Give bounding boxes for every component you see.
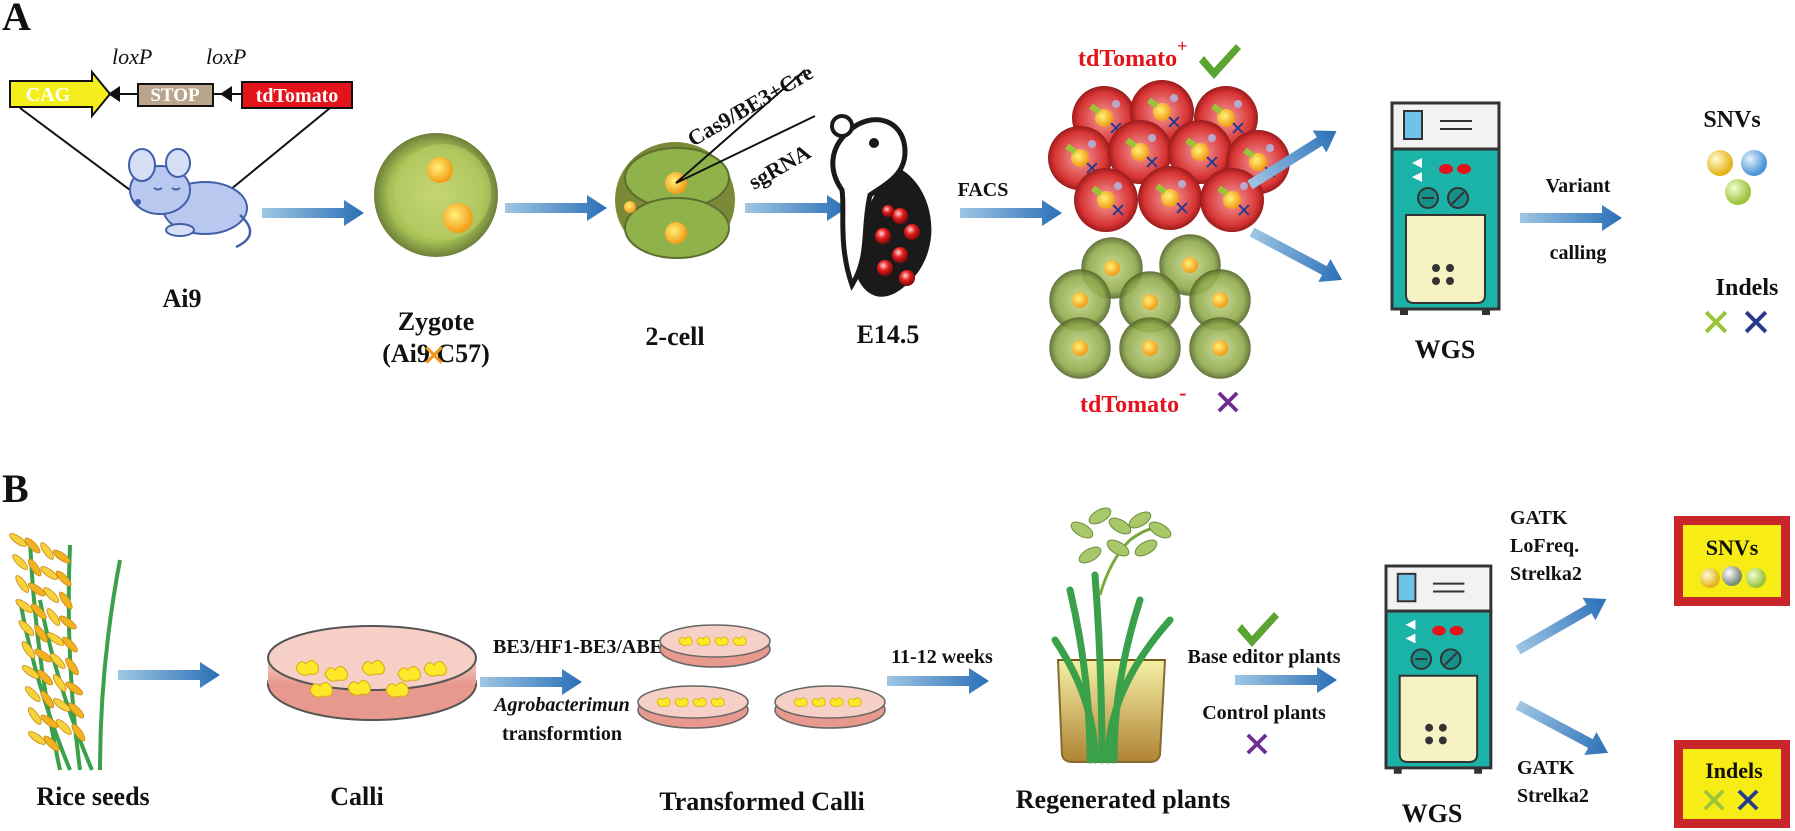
arrow-to-indels-box — [1511, 693, 1615, 765]
stop-label: STOP — [150, 85, 200, 106]
facs-label: FACS — [958, 179, 1009, 201]
tdtomato-gene-label: tdTomato — [256, 85, 339, 107]
arrow-facs — [960, 200, 1062, 226]
cas9-label: Cas9/BE3+Cre — [683, 59, 817, 151]
injection-needle-1 — [675, 69, 806, 184]
weeks-label: 11-12 weeks — [891, 646, 993, 668]
transformation-label: transformtion — [502, 723, 622, 745]
petri-dish-icon — [267, 625, 477, 721]
two-cell-embryo-icon — [615, 142, 735, 259]
sequencer-icon — [1390, 101, 1501, 315]
tdtomato-negative-label: tdTomato- — [1080, 380, 1186, 418]
snvs-label-a: SNVs — [1703, 107, 1760, 133]
arrow-to-snvs-box — [1511, 587, 1613, 662]
panel-a-letter: A — [2, 0, 31, 39]
zygote-label: Zygote — [398, 307, 475, 336]
tool-lofreq: LoFreq. — [1510, 535, 1579, 557]
check-icon — [1199, 44, 1241, 79]
arrow-a1 — [262, 200, 364, 226]
rice-plant-icon — [9, 533, 122, 771]
e145-label: E14.5 — [857, 320, 920, 349]
tool-strelka2-bottom: Strelka2 — [1517, 785, 1589, 807]
loxp-triangle-2 — [220, 86, 232, 102]
tool-gatk-top: GATK — [1510, 507, 1568, 529]
tdtomato-positive-cells — [1048, 80, 1290, 232]
mouse-icon — [128, 148, 252, 249]
sequencer-icon-b — [1384, 564, 1493, 774]
zygote-icon — [374, 133, 498, 257]
control-plants-label: Control plants — [1202, 702, 1326, 724]
cross-mark-icon — [1217, 391, 1239, 413]
arrow-b2 — [480, 669, 582, 695]
cross-mark-icon-b — [1246, 733, 1268, 755]
tdtomato-gene — [241, 81, 353, 109]
indels-box-label: Indels — [1705, 758, 1763, 783]
check-icon-b — [1237, 612, 1279, 647]
arrow-a3 — [745, 195, 847, 221]
transformed-calli-label: Transformed Calli — [659, 787, 864, 816]
arrow-variant-calling — [1520, 205, 1622, 231]
indel-green-cross-icon — [1704, 310, 1728, 334]
e145-embryo-icon — [830, 114, 932, 297]
agrobacterium-label: Agrobacterimun — [492, 694, 630, 716]
snvs-box-label: SNVs — [1706, 535, 1759, 560]
arrow-negative-to-wgs — [1245, 220, 1349, 292]
editors-label: BE3/HF1-BE3/ABE — [493, 636, 663, 658]
injection-needle-2 — [675, 115, 816, 184]
arrow-a2 — [505, 195, 607, 221]
cag-label: CAG — [26, 84, 71, 106]
wgs-label-b: WGS — [1402, 799, 1463, 828]
tdtomato-negative-cells — [1049, 234, 1251, 379]
wgs-label-a: WGS — [1415, 335, 1476, 364]
tdtomato-positive-label: tdTomato+ — [1078, 36, 1187, 72]
panel-b-letter: B — [2, 466, 29, 511]
indels-label-a: Indels — [1716, 275, 1779, 301]
tool-gatk-bottom: GATK — [1517, 757, 1575, 779]
sgrna-label: sgRNA — [744, 139, 815, 194]
variant-label: Variant — [1546, 175, 1611, 197]
tool-strelka2-top: Strelka2 — [1510, 563, 1582, 585]
arrow-b1 — [118, 662, 220, 688]
arrow-b4 — [1235, 667, 1337, 693]
construct-diagram: loxP loxP CAG STOP tdTomato — [9, 44, 353, 191]
cag-promoter-arrow — [9, 69, 112, 119]
snvs-result-box: SNVs — [1674, 516, 1790, 606]
transformed-calli-dishes — [637, 624, 886, 729]
indels-result-box: Indels — [1674, 740, 1790, 828]
indel-navy-cross-icon — [1744, 310, 1768, 334]
regenerated-plants-label: Regenerated plants — [1016, 785, 1230, 814]
loxp-label-1: loxP — [112, 44, 152, 69]
regenerated-plant-icon — [1051, 507, 1174, 764]
arrow-b3 — [887, 668, 989, 694]
snv-balls-icon — [1707, 150, 1767, 205]
base-editor-plants-label: Base editor plants — [1188, 646, 1341, 668]
loxp-triangle-1 — [108, 86, 120, 102]
calli-label: Calli — [330, 782, 383, 811]
rice-seeds-label: Rice seeds — [36, 782, 149, 811]
ai9-label: Ai9 — [163, 284, 202, 313]
two-cell-label: 2-cell — [645, 322, 704, 351]
calling-label: calling — [1550, 242, 1607, 264]
loxp-label-2: loxP — [206, 44, 246, 69]
